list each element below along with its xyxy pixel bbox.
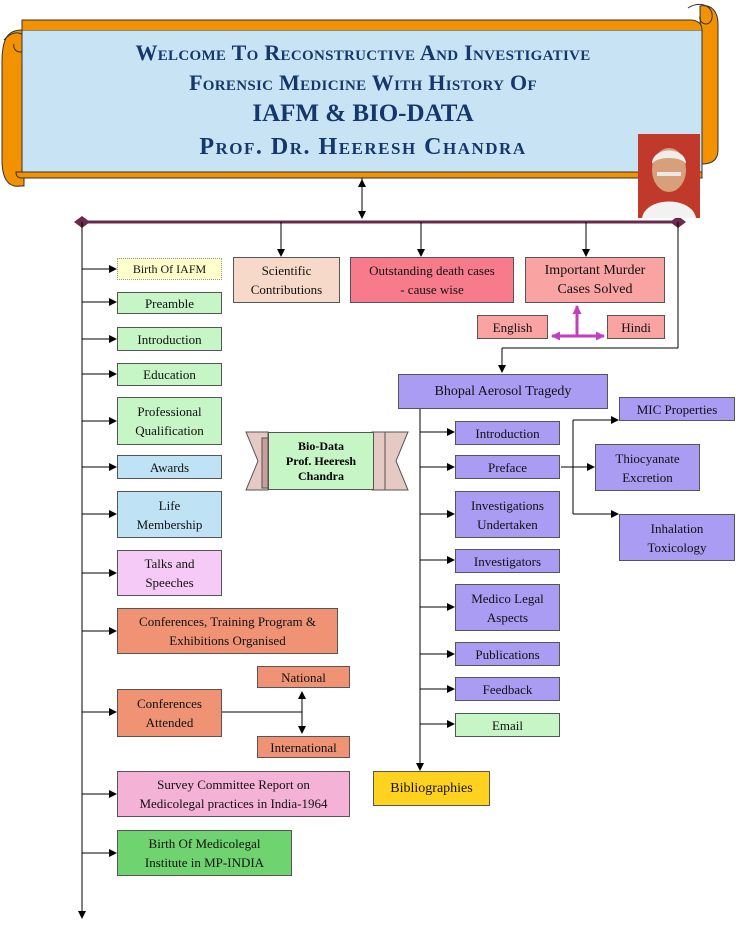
english-link[interactable]: English: [477, 315, 548, 339]
scientific-contributions-link[interactable]: Scientific Contributions: [233, 257, 340, 303]
publications-link[interactable]: Publications: [455, 642, 560, 666]
hindi-link[interactable]: Hindi: [607, 315, 665, 339]
biodata-ribbon: [245, 431, 409, 491]
portrait-photo: [638, 134, 700, 218]
investigators-link[interactable]: Investigators: [455, 549, 560, 573]
life-membership-link[interactable]: Life Membership: [117, 491, 222, 538]
biodata-link[interactable]: Bio-Data Prof. Heeresh Chandra: [268, 432, 374, 490]
thiocyanate-excretion-link[interactable]: Thiocyanate Excretion: [595, 444, 700, 491]
scroll-banner: [1, 3, 719, 187]
language-arrows: [551, 305, 605, 341]
important-murder-cases-link[interactable]: Important Murder Cases Solved: [525, 257, 665, 303]
national-link[interactable]: National: [257, 666, 350, 688]
international-link[interactable]: International: [257, 736, 350, 758]
banner-title: Welcome To Reconstructive And Investigat…: [24, 38, 702, 164]
bhopal-introduction-link[interactable]: Introduction: [455, 421, 560, 445]
outstanding-death-cases-link[interactable]: Outstanding death cases - cause wise: [350, 257, 514, 303]
birth-of-iafm-link[interactable]: Birth Of IAFM: [117, 258, 222, 280]
awards-link[interactable]: Awards: [117, 455, 222, 479]
survey-committee-report-link[interactable]: Survey Committee Report on Medicolegal p…: [117, 771, 350, 817]
medico-legal-aspects-link[interactable]: Medico Legal Aspects: [455, 584, 560, 631]
talks-and-speeches-link[interactable]: Talks and Speeches: [117, 550, 222, 596]
conferences-training-link[interactable]: Conferences, Training Program & Exhibiti…: [117, 608, 338, 654]
email-link[interactable]: Email: [455, 713, 560, 737]
investigations-undertaken-link[interactable]: Investigations Undertaken: [455, 491, 560, 538]
education-link[interactable]: Education: [117, 363, 222, 386]
banner-line-1: Welcome To Reconstructive And Investigat…: [135, 40, 591, 65]
banner-line-4: Prof. Dr. Heeresh Chandra: [199, 134, 527, 160]
preamble-link[interactable]: Preamble: [117, 292, 222, 314]
feedback-link[interactable]: Feedback: [455, 677, 560, 701]
mic-properties-link[interactable]: MIC Properties: [619, 397, 735, 421]
bhopal-aerosol-tragedy-link[interactable]: Bhopal Aerosol Tragedy: [398, 374, 608, 409]
introduction-link[interactable]: Introduction: [117, 327, 222, 351]
main-connectors: [74, 178, 686, 919]
birth-of-medicolegal-institute-link[interactable]: Birth Of Medicolegal Institute in MP-IND…: [117, 830, 292, 876]
banner-line-2: Forensic Medicine With History Of: [189, 70, 537, 95]
preface-link[interactable]: Preface: [455, 455, 560, 479]
inhalation-toxicology-link[interactable]: Inhalation Toxicology: [619, 514, 735, 561]
bibliographies-link[interactable]: Bibliographies: [373, 771, 490, 806]
banner-line-3: IAFM & BIO-DATA: [252, 100, 474, 127]
professional-qualification-link[interactable]: Professional Qualification: [117, 397, 222, 445]
conferences-attended-link[interactable]: Conferences Attended: [117, 689, 222, 737]
